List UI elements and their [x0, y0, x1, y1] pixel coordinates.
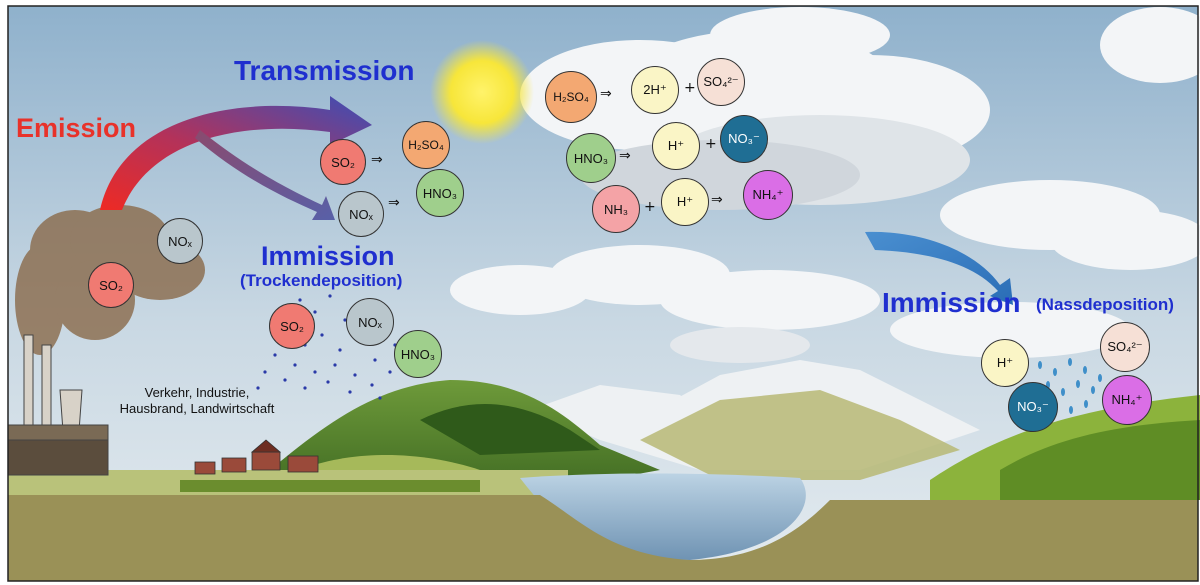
- village: [194, 439, 319, 475]
- emission-label: Emission: [16, 113, 137, 143]
- immission-wet-label: Immission: [882, 287, 1021, 318]
- emission-arrow: [100, 96, 372, 210]
- molecule-h-wet: H⁺: [981, 339, 1029, 387]
- sources-caption: Verkehr, Industrie, Hausbrand, Landwirts…: [92, 385, 302, 417]
- molecule-so4-wet: SO₄²⁻: [1100, 322, 1150, 372]
- molecule-hno3-cloud: HNO₃: [566, 133, 616, 183]
- molecule-hno3-transmission: HNO₃: [416, 169, 464, 217]
- molecule-so4-cloud: SO₄²⁻: [697, 58, 745, 106]
- immission-dry-label: Immission: [261, 241, 395, 271]
- molecule-no3-wet: NO₃⁻: [1008, 382, 1058, 432]
- molecule-so2-dry: SO₂: [269, 303, 315, 349]
- molecule-h-cloud: H⁺: [652, 122, 700, 170]
- molecule-h-cloud-2: H⁺: [661, 178, 709, 226]
- reaction-arrow: ⇒: [600, 86, 612, 102]
- sun: [430, 40, 534, 144]
- reaction-arrow: ⇒: [711, 192, 723, 208]
- molecule-nox-transmission: NOₓ: [338, 191, 384, 237]
- factory: [7, 334, 109, 476]
- immission-dry-sublabel: (Trockendeposition): [240, 271, 403, 290]
- dry-deposition-arrow: [195, 130, 335, 220]
- molecule-no3-cloud: NO₃⁻: [720, 115, 768, 163]
- plus-sign: +: [684, 80, 696, 96]
- reaction-arrow: ⇒: [388, 195, 400, 211]
- wet-deposition-arrow: [865, 231, 1013, 305]
- molecule-nh4-cloud: NH₄⁺: [743, 170, 793, 220]
- immission-wet-sublabel: (Nassdeposition): [1036, 295, 1174, 314]
- sources-line-1: Verkehr, Industrie,: [144, 385, 250, 400]
- molecule-so2-smoke: SO₂: [88, 262, 134, 308]
- dry-deposition-particles: [256, 294, 397, 400]
- molecule-nh4-wet: NH₄⁺: [1102, 375, 1152, 425]
- molecule-nox-dry: NOₓ: [346, 298, 394, 346]
- plus-sign: +: [705, 136, 717, 152]
- transmission-label: Transmission: [234, 55, 415, 86]
- plus-sign: +: [644, 199, 656, 215]
- molecule-h2so4-transmission: H₂SO₄: [402, 121, 450, 169]
- molecule-h2so4-cloud: H₂SO₄: [545, 71, 597, 123]
- reaction-arrow: ⇒: [619, 148, 631, 164]
- sources-line-2: Hausbrand, Landwirtschaft: [119, 401, 275, 416]
- molecule-nox-smoke: NOₓ: [157, 218, 203, 264]
- molecule-2h-cloud: 2H⁺: [631, 66, 679, 114]
- molecule-hno3-dry: HNO₃: [394, 330, 442, 378]
- reaction-arrow: ⇒: [371, 152, 383, 168]
- ground: [8, 495, 1198, 581]
- molecule-so2-transmission: SO₂: [320, 139, 366, 185]
- molecule-nh3-cloud: NH₃: [592, 185, 640, 233]
